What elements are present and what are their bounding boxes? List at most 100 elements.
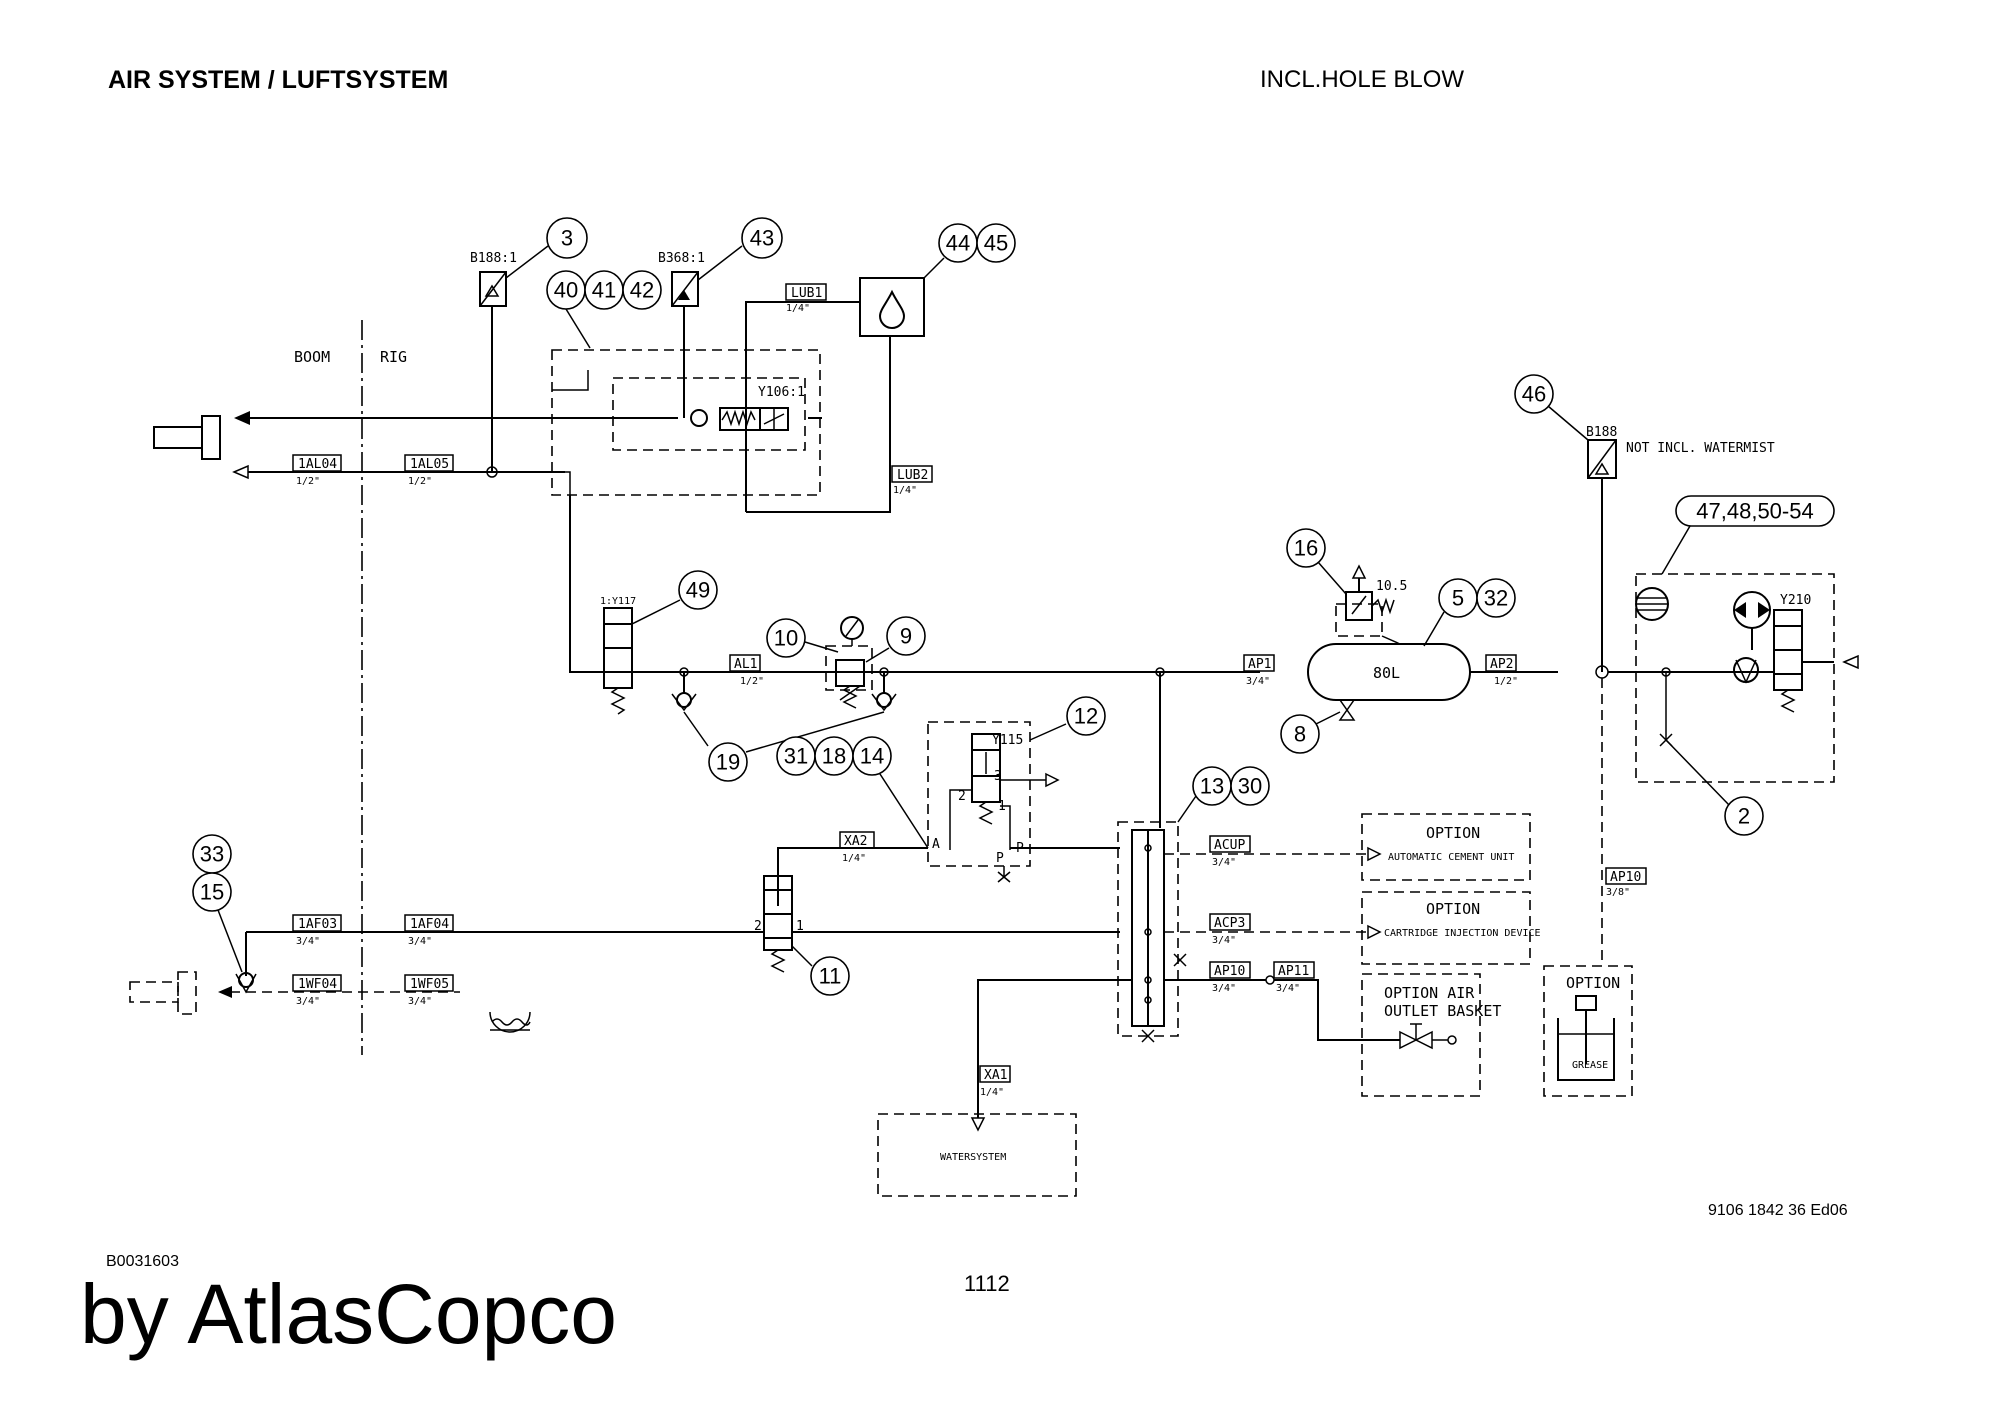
hose-label-al1: AL1 bbox=[734, 657, 757, 672]
valve-11-port-1: 1 bbox=[796, 919, 804, 934]
hose-label-1al04: 1AL04 bbox=[298, 457, 337, 472]
valve-port-p: P bbox=[996, 851, 1004, 866]
hose-size-1al04: 1/2" bbox=[296, 476, 320, 487]
safety-relief-valve bbox=[1345, 564, 1395, 621]
valve-11-port-2: 2 bbox=[754, 919, 762, 934]
balloon-2: 2 bbox=[1738, 804, 1750, 829]
option-basket-line1: OPTION AIR bbox=[1384, 984, 1475, 1002]
hose-size-acp3: 3/4" bbox=[1212, 935, 1236, 946]
balloon-32: 32 bbox=[1484, 586, 1508, 611]
balloon-47-48-50-54: 47,48,50-54 bbox=[1696, 499, 1813, 524]
oil-drop-icon bbox=[878, 289, 906, 329]
not-incl-watermist-label: NOT INCL. WATERMIST bbox=[1626, 441, 1775, 456]
balloon-5: 5 bbox=[1452, 586, 1464, 611]
balloon-40: 40 bbox=[554, 278, 578, 303]
hose-size-1wf05: 3/4" bbox=[408, 996, 432, 1007]
solenoid-valve-y210 bbox=[1773, 609, 1803, 713]
brand-logo: by AtlasCopco bbox=[80, 1267, 617, 1361]
hose-label-1al05: 1AL05 bbox=[410, 457, 449, 472]
watersystem-box bbox=[877, 1113, 1077, 1197]
outlet-arrow-filled bbox=[234, 411, 250, 425]
zone-label-boom: BOOM bbox=[294, 348, 330, 366]
option-grease-title: OPTION bbox=[1566, 974, 1620, 992]
option-cement-label: AUTOMATIC CEMENT UNIT bbox=[1388, 852, 1514, 863]
valve-port-3: 3 bbox=[994, 769, 1002, 784]
option-basket-line2: OUTLET BASKET bbox=[1384, 1002, 1501, 1020]
hose-label-1wf05: 1WF05 bbox=[410, 977, 449, 992]
accessory-group-boundary bbox=[1635, 573, 1835, 783]
hose-label-lub2: LUB2 bbox=[897, 468, 928, 483]
balloon-45: 45 bbox=[984, 231, 1008, 256]
grease-pump-icon bbox=[1557, 995, 1615, 1081]
balloon-18: 18 bbox=[822, 744, 846, 769]
page-subtitle: INCL.HOLE BLOW bbox=[1260, 66, 1465, 93]
balloon-30: 30 bbox=[1238, 774, 1262, 799]
valve-y115-boundary bbox=[927, 721, 1031, 867]
hose-label-ap2: AP2 bbox=[1490, 657, 1513, 672]
sensor-label-b188-1: B188:1 bbox=[470, 251, 517, 266]
hose-label-ap1: AP1 bbox=[1248, 657, 1271, 672]
solenoid-valve-y117 bbox=[603, 607, 633, 715]
sensor-label-b368-1: B368:1 bbox=[658, 251, 705, 266]
document-id: B0031603 bbox=[106, 1253, 179, 1270]
drawing-number: 9106 1842 36 Ed06 bbox=[1708, 1202, 1848, 1219]
valve-port-a: A bbox=[932, 837, 940, 852]
hose-size-ap10: 3/4" bbox=[1212, 983, 1236, 994]
pilot-valve bbox=[763, 875, 793, 973]
option-cartridge-title: OPTION bbox=[1426, 900, 1480, 918]
hose-size-acup: 3/4" bbox=[1212, 857, 1236, 868]
hose-size-al1: 1/2" bbox=[740, 676, 764, 687]
ball-valve-icon bbox=[1399, 1023, 1433, 1050]
balloon-19: 19 bbox=[716, 750, 740, 775]
pressure-regulator bbox=[835, 659, 865, 709]
page-title: AIR SYSTEM / LUFTSYSTEM bbox=[108, 66, 449, 94]
option-cartridge-label: CARTRIDGE INJECTION DEVICE bbox=[1384, 928, 1541, 939]
balloon-12: 12 bbox=[1074, 704, 1098, 729]
option-cement-title: OPTION bbox=[1426, 824, 1480, 842]
hose-label-ap10-grease: AP10 bbox=[1610, 870, 1641, 885]
valve-label-y106-1: Y106:1 bbox=[758, 385, 805, 400]
hose-size-lub2: 1/4" bbox=[893, 485, 917, 496]
hose-label-1wf04: 1WF04 bbox=[298, 977, 337, 992]
balloon-31: 31 bbox=[784, 744, 808, 769]
hose-label-xa2: XA2 bbox=[844, 834, 867, 849]
valve-label-y210: Y210 bbox=[1780, 593, 1811, 608]
option-grease-unit bbox=[1543, 965, 1633, 1097]
balloon-13: 13 bbox=[1200, 774, 1224, 799]
balloon-11: 11 bbox=[819, 964, 842, 989]
balloon-33: 33 bbox=[200, 842, 224, 867]
outlet-arrow-open bbox=[232, 464, 249, 480]
hose-size-ap10-grease: 3/8" bbox=[1606, 887, 1630, 898]
valve-y106-boundary bbox=[612, 377, 806, 451]
balloon-46: 46 bbox=[1522, 382, 1546, 407]
water-outlet-arrow bbox=[218, 986, 232, 998]
balloon-14: 14 bbox=[860, 744, 884, 769]
hose-size-1af04: 3/4" bbox=[408, 936, 432, 947]
balloon-16: 16 bbox=[1294, 536, 1318, 561]
balloon-15: 15 bbox=[200, 880, 224, 905]
hose-size-ap1: 3/4" bbox=[1246, 676, 1270, 687]
tank-volume-label: 80L bbox=[1373, 664, 1400, 682]
hose-size-xa2: 1/4" bbox=[842, 853, 866, 864]
hose-size-1af03: 3/4" bbox=[296, 936, 320, 947]
balloon-9: 9 bbox=[900, 624, 912, 649]
relief-setting-label: 10.5 bbox=[1376, 579, 1407, 594]
hose-label-acup: ACUP bbox=[1214, 838, 1245, 853]
hose-label-acp3: ACP3 bbox=[1214, 916, 1245, 931]
drain-valve bbox=[1338, 699, 1356, 721]
hose-label-ap11: AP11 bbox=[1278, 964, 1309, 979]
balloon-10: 10 bbox=[774, 626, 798, 651]
water-tank-icon bbox=[489, 1011, 531, 1033]
hose-size-ap2: 1/2" bbox=[1494, 676, 1518, 687]
option-cement-unit bbox=[1361, 813, 1531, 881]
hose-size-1al05: 1/2" bbox=[408, 476, 432, 487]
hose-label-lub1: LUB1 bbox=[791, 286, 822, 301]
lubricator-reservoir bbox=[859, 277, 925, 337]
lubrication-unit-boundary bbox=[551, 349, 821, 496]
hose-label-1af04: 1AF04 bbox=[410, 917, 449, 932]
lubricator-valve-y106-1 bbox=[690, 407, 789, 431]
hose-size-ap11: 3/4" bbox=[1276, 983, 1300, 994]
balloon-8: 8 bbox=[1294, 722, 1306, 747]
hose-size-lub1: 1/4" bbox=[786, 303, 810, 314]
